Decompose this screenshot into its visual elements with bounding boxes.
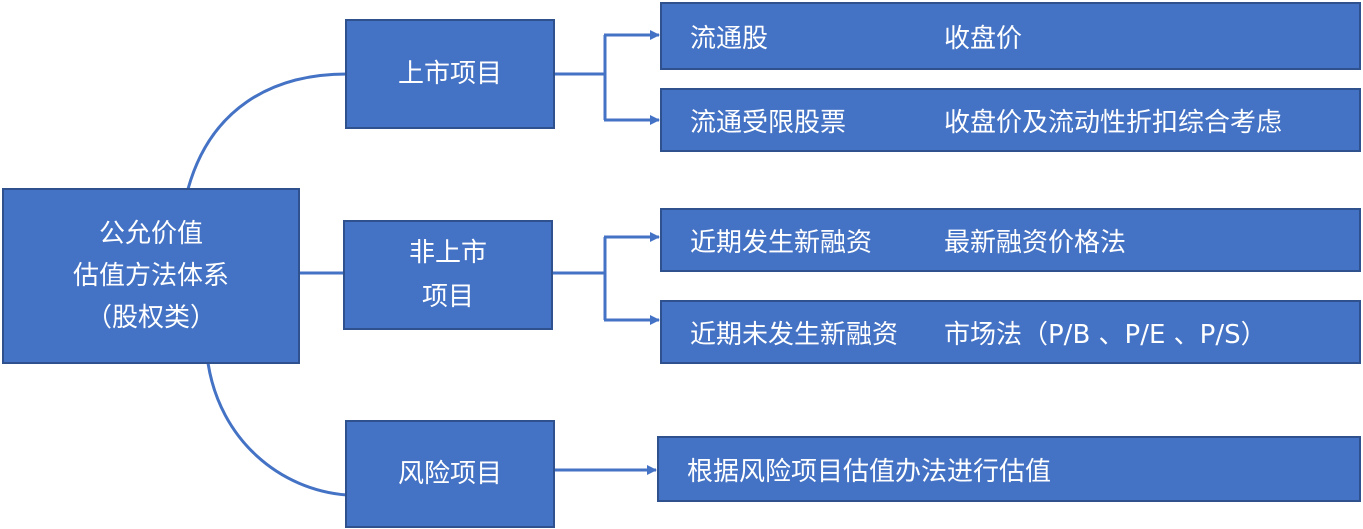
leaf-4-value: 市场法（P/B 、P/E 、P/S）: [944, 319, 1267, 350]
leaf-1-value: 收盘价: [944, 23, 1023, 54]
leaf-3-value: 最新融资价格法: [944, 227, 1127, 258]
root-node: 公允价值 估值方法体系 （股权类）: [2, 188, 300, 364]
leaf-2-label: 流通受限股票: [690, 107, 847, 138]
category-unlisted-line-2: 项目: [421, 282, 474, 312]
category-listed: 上市项目: [345, 19, 555, 129]
category-risk: 风险项目: [345, 420, 555, 528]
leaf-2-value: 收盘价及流动性折扣综合考虑: [944, 107, 1283, 138]
category-unlisted-line-1: 非上市: [408, 238, 487, 268]
leaf-1-label: 流通股: [690, 23, 769, 54]
leaf-tradable-shares: 流通股 收盘价: [660, 2, 1361, 70]
category-risk-label: 风险项目: [397, 459, 502, 489]
root-line-1: 公允价值: [98, 219, 203, 249]
category-listed-label: 上市项目: [397, 59, 502, 89]
leaf-recent-financing: 近期发生新融资 最新融资价格法: [660, 208, 1361, 272]
root-line-3: （股权类）: [85, 303, 216, 333]
curve-root-to-risk: [206, 362, 348, 497]
category-unlisted: 非上市 项目: [343, 220, 553, 330]
leaf-restricted-shares: 流通受限股票 收盘价及流动性折扣综合考虑: [660, 88, 1361, 152]
leaf-4-label: 近期未发生新融资: [690, 319, 899, 350]
curve-root-to-listed: [186, 72, 348, 190]
leaf-no-recent-financing: 近期未发生新融资 市场法（P/B 、P/E 、P/S）: [660, 300, 1361, 364]
root-line-2: 估值方法体系: [72, 261, 229, 291]
leaf-risk-valuation: 根据风险项目估值办法进行估值: [657, 436, 1361, 502]
leaf-3-label: 近期发生新融资: [690, 227, 873, 258]
leaf-5-label: 根据风险项目估值办法进行估值: [687, 456, 1052, 487]
